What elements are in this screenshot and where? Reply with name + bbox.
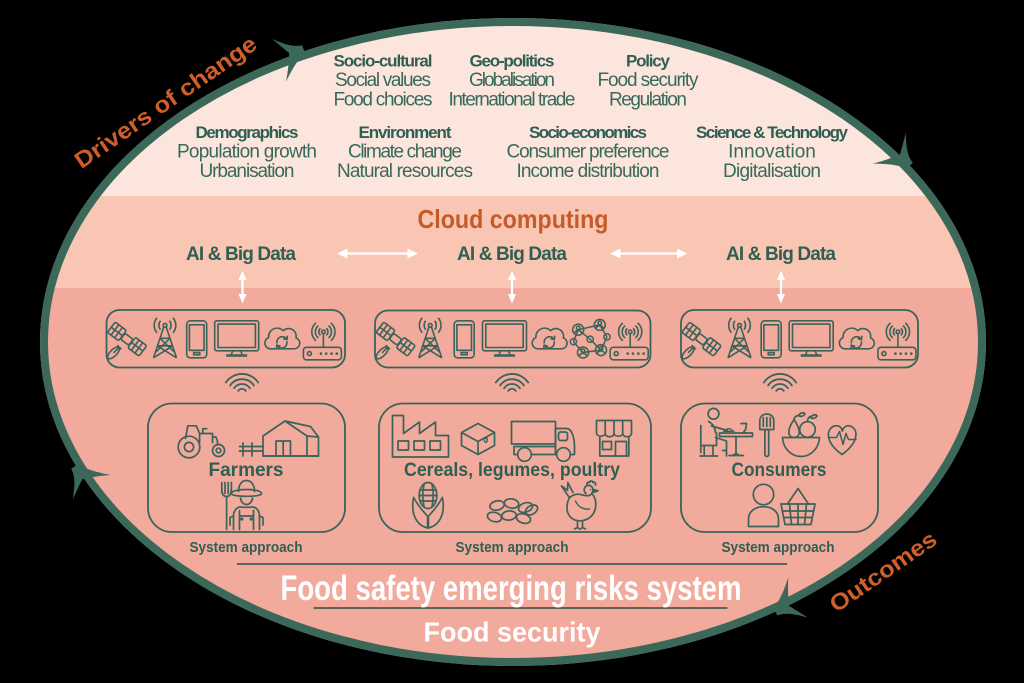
svg-text:Food security: Food security bbox=[424, 617, 601, 648]
svg-text:Cloud computing: Cloud computing bbox=[418, 204, 609, 234]
svg-text:Food security: Food security bbox=[598, 70, 700, 91]
svg-text:Population growth: Population growth bbox=[177, 142, 317, 163]
svg-text:AI & Big Data: AI & Big Data bbox=[726, 244, 836, 265]
svg-text:Cereals, legumes, poultry: Cereals, legumes, poultry bbox=[404, 460, 620, 481]
svg-text:Geo-politics: Geo-politics bbox=[470, 52, 555, 71]
svg-text:Farmers: Farmers bbox=[209, 460, 284, 481]
svg-text:AI & Big Data: AI & Big Data bbox=[186, 244, 296, 265]
svg-text:Climate change: Climate change bbox=[348, 142, 462, 163]
svg-text:Urbanisation: Urbanisation bbox=[200, 161, 295, 182]
svg-text:System approach: System approach bbox=[456, 539, 569, 556]
svg-text:System approach: System approach bbox=[722, 539, 835, 556]
svg-text:Income distribution: Income distribution bbox=[517, 161, 660, 182]
svg-text:Socio-economics: Socio-economics bbox=[529, 123, 647, 142]
svg-text:Demographics: Demographics bbox=[196, 123, 299, 142]
svg-text:Globalisation: Globalisation bbox=[469, 70, 555, 91]
svg-text:Consumer preference: Consumer preference bbox=[507, 142, 670, 163]
svg-text:Natural resources: Natural resources bbox=[337, 161, 473, 182]
svg-text:Digitalisation: Digitalisation bbox=[723, 161, 821, 182]
svg-text:AI & Big Data: AI & Big Data bbox=[457, 244, 567, 265]
svg-text:Regulation: Regulation bbox=[609, 90, 687, 111]
svg-text:Policy: Policy bbox=[626, 52, 671, 71]
svg-text:Environment: Environment bbox=[359, 123, 452, 142]
svg-text:Innovation: Innovation bbox=[728, 142, 816, 163]
svg-text:Social values: Social values bbox=[335, 70, 431, 91]
svg-text:System approach: System approach bbox=[190, 539, 303, 556]
svg-text:Food safety emerging risks sys: Food safety emerging risks system bbox=[281, 569, 742, 608]
svg-text:International trade: International trade bbox=[449, 90, 576, 111]
svg-text:Science & Technology: Science & Technology bbox=[696, 123, 849, 142]
svg-text:Socio-cultural: Socio-cultural bbox=[334, 52, 433, 71]
svg-text:Consumers: Consumers bbox=[732, 460, 827, 481]
svg-text:Food choices: Food choices bbox=[334, 90, 433, 111]
